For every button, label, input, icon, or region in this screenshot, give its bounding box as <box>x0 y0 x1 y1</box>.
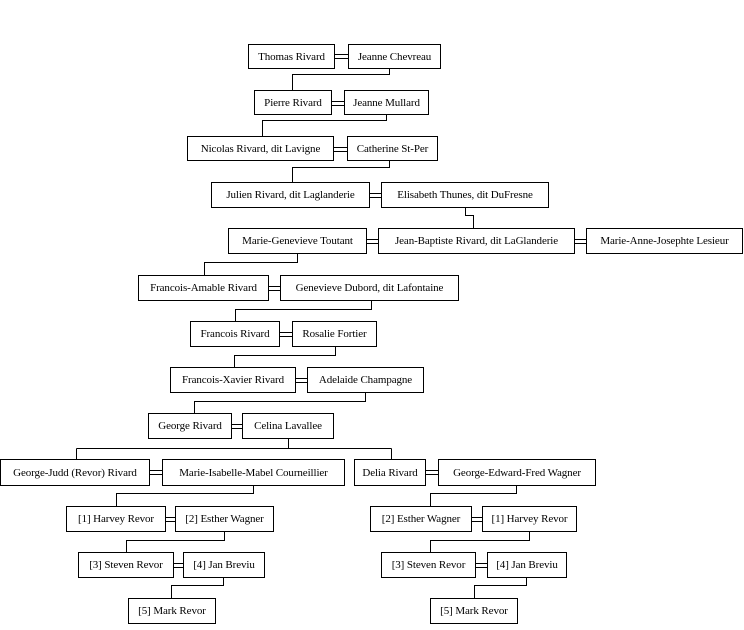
person-box-esther-wagner-left[interactable]: [2] Esther Wagner <box>175 506 274 532</box>
person-box-george-rivard[interactable]: George Rivard <box>148 413 232 439</box>
person-box-adelaide-champagne[interactable]: Adelaide Champagne <box>307 367 424 393</box>
person-box-julien-rivard[interactable]: Julien Rivard, dit Laglanderie <box>211 182 370 208</box>
person-box-harvey-revor-left[interactable]: [1] Harvey Revor <box>66 506 166 532</box>
person-box-jan-breviu-right[interactable]: [4] Jan Breviu <box>487 552 567 578</box>
person-box-elisabeth-thunes[interactable]: Elisabeth Thunes, dit DuFresne <box>381 182 549 208</box>
person-box-nicolas-rivard[interactable]: Nicolas Rivard, dit Lavigne <box>187 136 334 161</box>
person-box-steven-revor-right[interactable]: [3] Steven Revor <box>381 552 476 578</box>
descent-links <box>76 69 530 598</box>
person-box-mark-revor-right[interactable]: [5] Mark Revor <box>430 598 518 624</box>
person-box-marie-isabelle-courneillier[interactable]: Marie-Isabelle-Mabel Courneillier <box>162 459 345 486</box>
person-box-jan-breviu-left[interactable]: [4] Jan Breviu <box>183 552 265 578</box>
person-box-jeanne-mullard[interactable]: Jeanne Mullard <box>344 90 429 115</box>
person-box-george-edward-wagner[interactable]: George-Edward-Fred Wagner <box>438 459 596 486</box>
person-box-marie-genevieve-toutant[interactable]: Marie-Genevieve Toutant <box>228 228 367 254</box>
person-box-steven-revor-left[interactable]: [3] Steven Revor <box>78 552 174 578</box>
person-box-marie-anne-josephte-lesieur[interactable]: Marie-Anne-Josephte Lesieur <box>586 228 743 254</box>
person-box-delia-rivard[interactable]: Delia Rivard <box>354 459 426 486</box>
person-box-celina-lavallee[interactable]: Celina Lavallee <box>242 413 334 439</box>
person-box-rosalie-fortier[interactable]: Rosalie Fortier <box>292 321 377 347</box>
person-box-jeanne-chevreau[interactable]: Jeanne Chevreau <box>348 44 441 69</box>
person-box-pierre-rivard[interactable]: Pierre Rivard <box>254 90 332 115</box>
person-box-francois-rivard[interactable]: Francois Rivard <box>190 321 280 347</box>
person-box-thomas-rivard[interactable]: Thomas Rivard <box>248 44 335 69</box>
person-box-catherine-st-per[interactable]: Catherine St-Per <box>347 136 438 161</box>
person-box-francois-xavier-rivard[interactable]: Francois-Xavier Rivard <box>170 367 296 393</box>
marriage-links <box>150 54 586 568</box>
person-box-genevieve-dubord[interactable]: Genevieve Dubord, dit Lafontaine <box>280 275 459 301</box>
person-box-esther-wagner-right[interactable]: [2] Esther Wagner <box>370 506 472 532</box>
person-box-jean-baptiste-rivard[interactable]: Jean-Baptiste Rivard, dit LaGlanderie <box>378 228 575 254</box>
person-box-mark-revor-left[interactable]: [5] Mark Revor <box>128 598 216 624</box>
person-box-george-judd-rivard[interactable]: George-Judd (Revor) Rivard <box>0 459 150 486</box>
person-box-francois-amable-rivard[interactable]: Francois-Amable Rivard <box>138 275 269 301</box>
person-box-harvey-revor-right[interactable]: [1] Harvey Revor <box>482 506 577 532</box>
